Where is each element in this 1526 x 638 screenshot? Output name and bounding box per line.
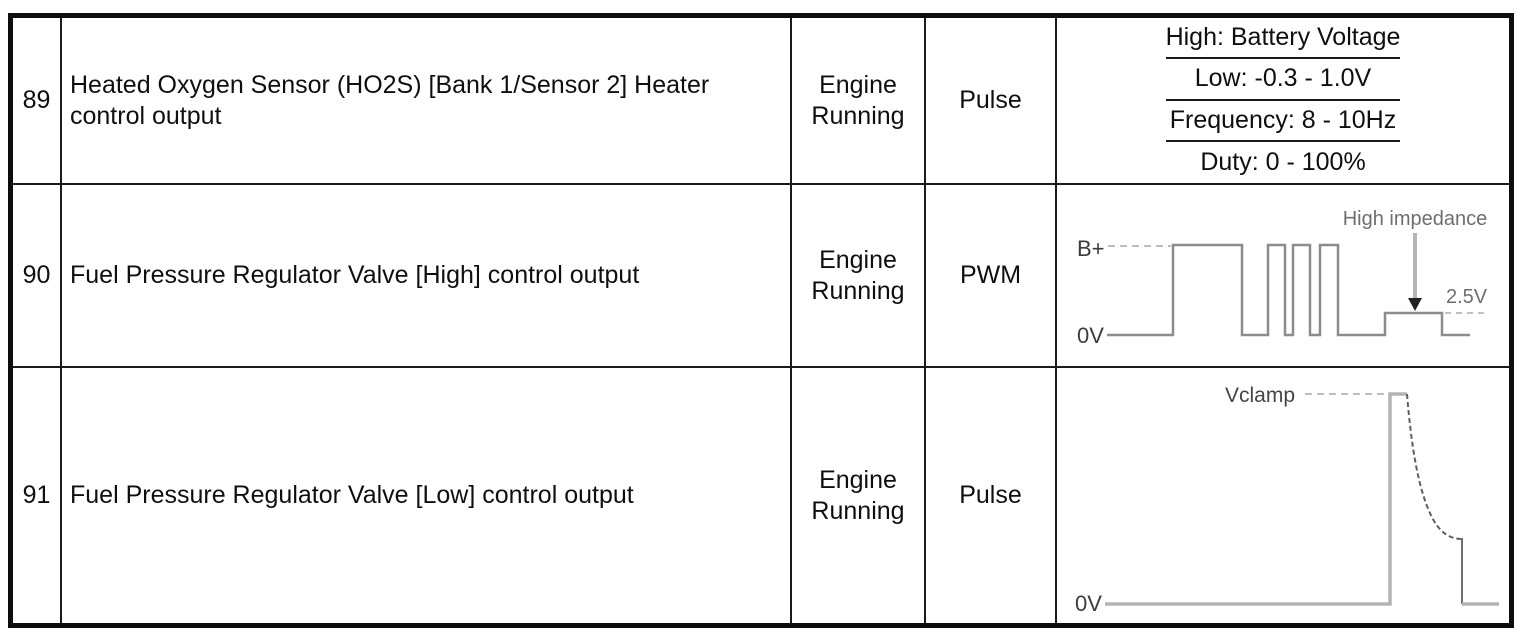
condition-cell: Engine Running xyxy=(792,18,926,185)
pulse-waveform-diagram: Vclamp 0V xyxy=(1075,384,1499,616)
signal-type-cell: PWM xyxy=(926,185,1057,368)
pulse-waveform-cell: Vclamp 0V xyxy=(1057,368,1509,623)
pin-number-cell: 89 xyxy=(13,18,62,185)
baseline-and-rise-trace xyxy=(1105,392,1407,606)
condition-text: Engine Running xyxy=(811,245,905,305)
spec-duty: Duty: 0 - 100% xyxy=(1200,147,1366,176)
spec-high: High: Battery Voltage xyxy=(1165,18,1401,60)
signal-type-cell: Pulse xyxy=(926,368,1057,623)
pin-number-cell: 91 xyxy=(13,368,62,623)
spec-list-cell: High: Battery Voltage Low: -0.3 - 1.0V F… xyxy=(1057,18,1509,185)
pwm-waveform-cell: B+ 0V High impedance 2.5V xyxy=(1057,185,1509,368)
spec-low: Low: -0.3 - 1.0V xyxy=(1165,59,1401,101)
pin-number: 90 xyxy=(22,261,51,289)
pin-description: Fuel Pressure Regulator Valve [High] con… xyxy=(70,261,640,289)
pwm-trace xyxy=(1107,243,1470,337)
waveform-low-label: 0V xyxy=(1077,323,1104,348)
spec-frequency: Frequency: 8 - 10Hz xyxy=(1165,101,1401,142)
drop-edge-trace xyxy=(1460,538,1463,604)
signal-type-text: Pulse xyxy=(959,481,1022,509)
pin-description-cell: Fuel Pressure Regulator Valve [High] con… xyxy=(62,185,792,368)
waveform-low-label: 0V xyxy=(1075,591,1102,616)
condition-text: Engine Running xyxy=(811,70,905,130)
pin-description: Fuel Pressure Regulator Valve [Low] cont… xyxy=(70,481,634,509)
condition-text: Engine Running xyxy=(811,465,905,525)
signal-type-text: Pulse xyxy=(959,86,1022,114)
down-arrow-head-icon xyxy=(1408,298,1422,311)
high-impedance-annotation: High impedance xyxy=(1343,208,1488,230)
condition-cell: Engine Running xyxy=(792,368,926,623)
pin-description: Heated Oxygen Sensor (HO2S) [Bank 1/Sens… xyxy=(70,70,710,130)
waveform-high-label: B+ xyxy=(1077,236,1105,261)
pin-description-cell: Heated Oxygen Sensor (HO2S) [Bank 1/Sens… xyxy=(62,18,792,185)
pwm-waveform-diagram: B+ 0V High impedance 2.5V xyxy=(1077,208,1488,348)
pin-number-cell: 90 xyxy=(13,185,62,368)
signal-type-cell: Pulse xyxy=(926,18,1057,185)
signal-type-text: PWM xyxy=(959,261,1022,289)
mid-level-label: 2.5V xyxy=(1446,286,1488,308)
pin-function-table: 89 Heated Oxygen Sensor (HO2S) [Bank 1/S… xyxy=(8,13,1514,628)
condition-cell: Engine Running xyxy=(792,185,926,368)
pin-number: 89 xyxy=(22,86,51,114)
peak-label: Vclamp xyxy=(1225,384,1295,407)
pin-number: 91 xyxy=(22,481,51,509)
pin-description-cell: Fuel Pressure Regulator Valve [Low] cont… xyxy=(62,368,792,623)
decay-curve-trace xyxy=(1406,393,1461,540)
